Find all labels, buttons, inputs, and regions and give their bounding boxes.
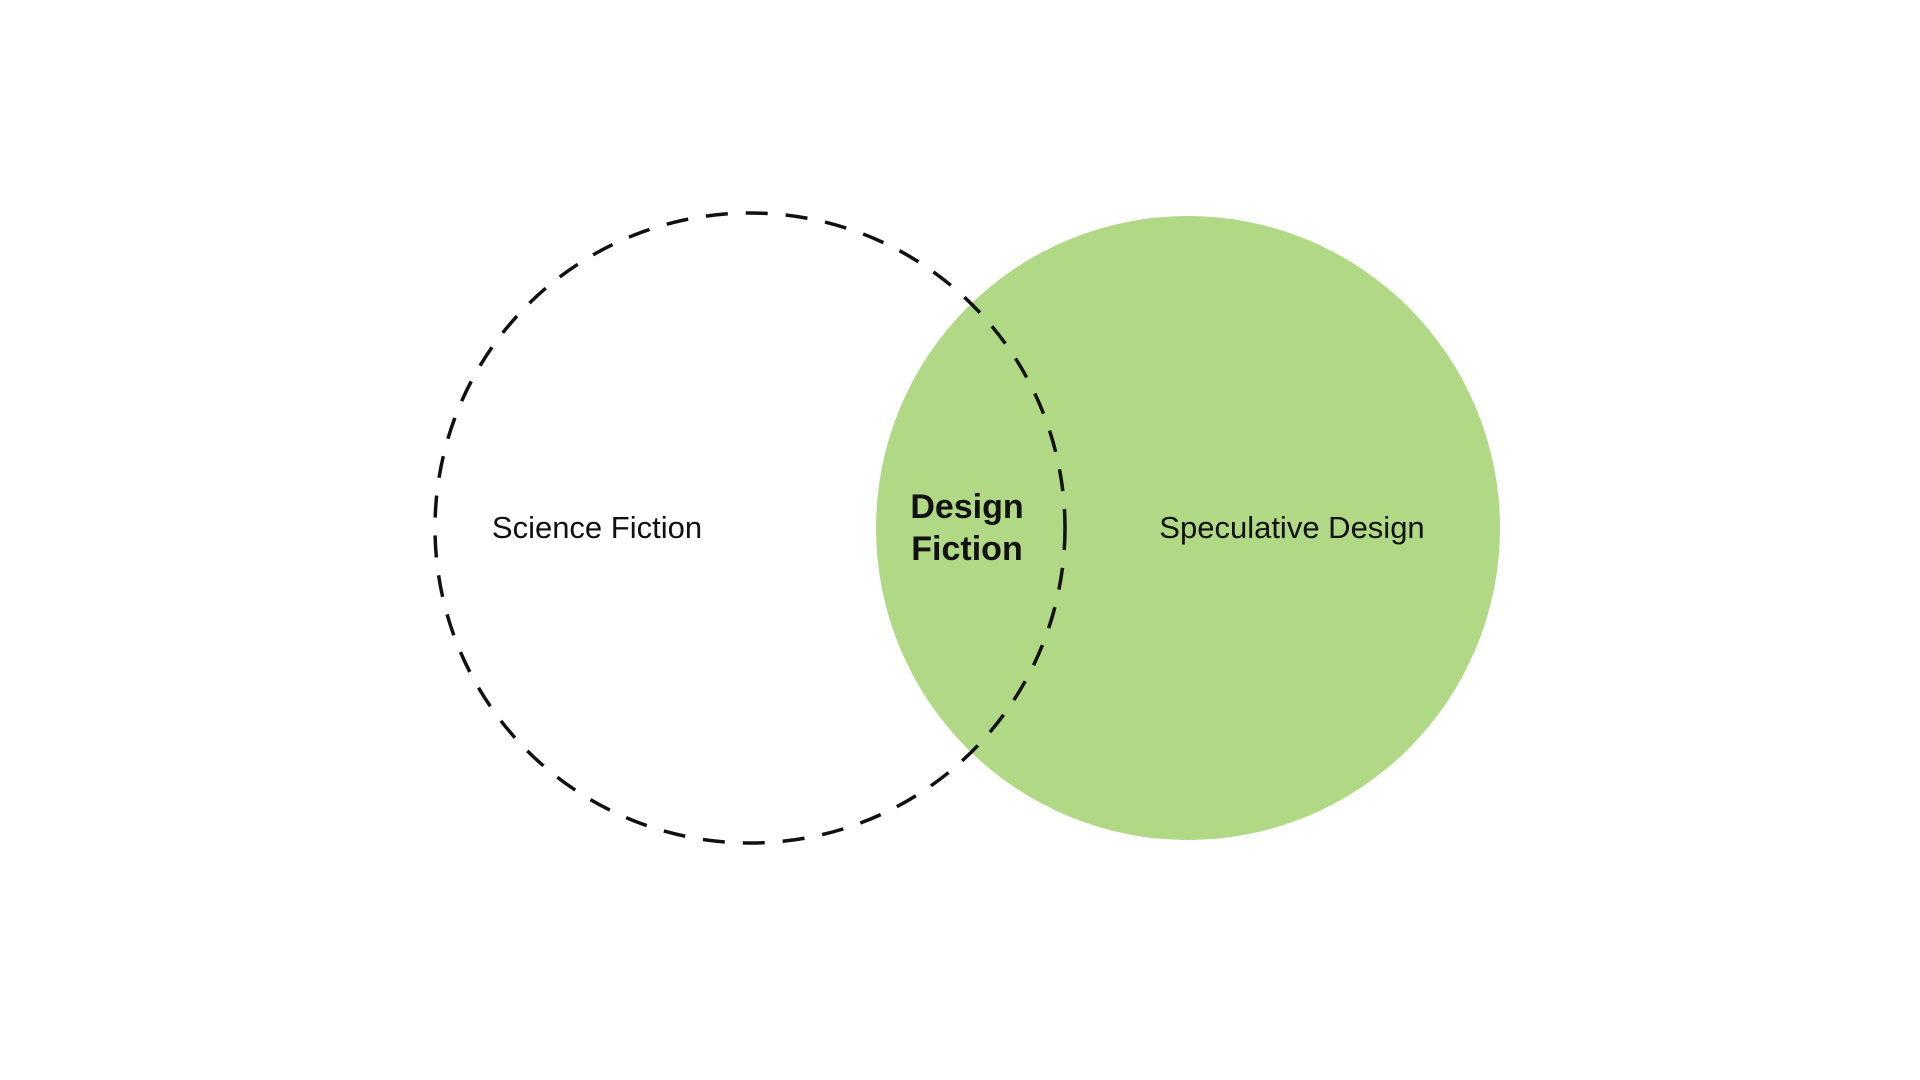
speculative-design-circle [876,216,1500,840]
speculative-design-label: Speculative Design [1159,510,1424,545]
science-fiction-circle [433,211,1067,845]
science-fiction-label: Science Fiction [492,510,702,545]
design-fiction-label-line-2: Fiction [911,530,1022,568]
design-fiction-label-line-1: Design [910,488,1023,526]
